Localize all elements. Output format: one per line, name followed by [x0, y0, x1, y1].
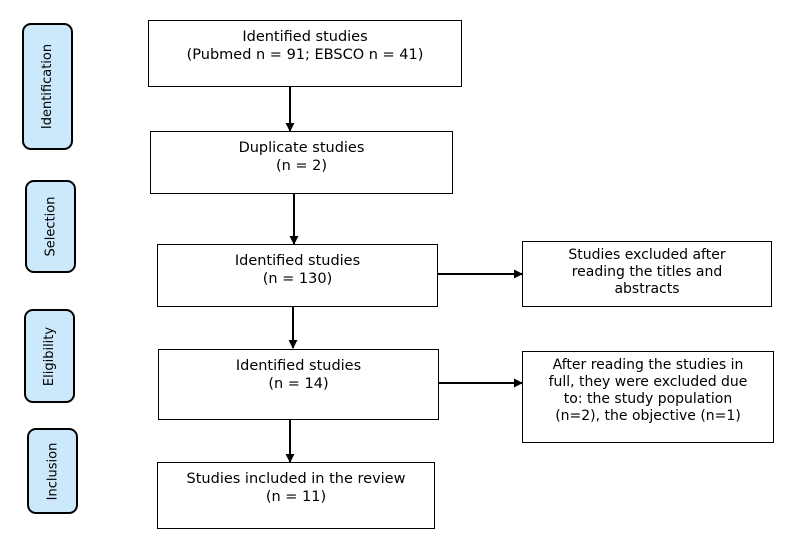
excluded-fulltext-line3: to: the study population	[563, 391, 733, 407]
stage-selection: Selection	[25, 180, 76, 273]
box-included-studies: Studies included in the review (n = 11)	[157, 462, 435, 529]
stage-identification: Identification	[22, 23, 73, 150]
stage-eligibility: Eligibility	[24, 309, 75, 403]
excluded-fulltext-line1: After reading the studies in	[552, 357, 744, 373]
box-screened-line2: (n = 130)	[262, 271, 333, 287]
box-eligible-studies: Identified studies (n = 14)	[158, 349, 439, 420]
box-excluded-titles-abstracts: Studies excluded after reading the title…	[522, 241, 772, 307]
excluded-titles-line2: reading the titles and	[571, 264, 723, 280]
box-eligible-line2: (n = 14)	[268, 376, 329, 392]
excluded-titles-line1: Studies excluded after	[568, 247, 726, 263]
box-duplicates-line1: Duplicate studies	[238, 140, 365, 156]
box-included-line2: (n = 11)	[265, 489, 327, 505]
box-duplicate-studies: Duplicate studies (n = 2)	[150, 131, 453, 194]
box-identified-line2: (Pubmed n = 91; EBSCO n = 41)	[186, 47, 424, 63]
box-included-line1: Studies included in the review	[186, 471, 406, 487]
box-identified-studies: Identified studies (Pubmed n = 91; EBSCO…	[148, 20, 462, 87]
box-screened-studies: Identified studies (n = 130)	[157, 244, 438, 307]
box-excluded-full-text: After reading the studies in full, they …	[522, 351, 774, 443]
stage-inclusion: Inclusion	[27, 428, 78, 514]
excluded-fulltext-line4: (n=2), the objective (n=1)	[555, 408, 741, 424]
box-eligible-line1: Identified studies	[235, 358, 362, 374]
box-screened-line1: Identified studies	[234, 253, 361, 269]
excluded-fulltext-line2: full, they were excluded due	[548, 374, 748, 390]
excluded-titles-line3: abstracts	[614, 281, 680, 297]
box-duplicates-line2: (n = 2)	[275, 158, 328, 174]
box-identified-line1: Identified studies	[242, 29, 368, 45]
